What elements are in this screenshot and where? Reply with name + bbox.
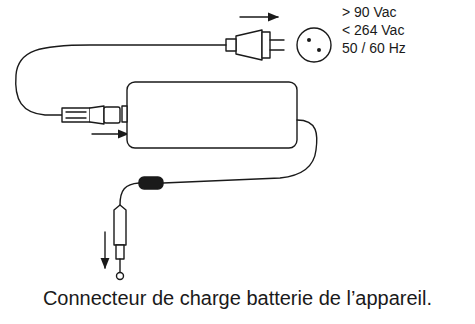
direction-arrow [92,133,128,134]
barrel-connector [114,205,126,280]
spec-label: > 90 Vac [342,3,397,21]
power-adapter [127,82,297,148]
direction-arrow [240,16,278,17]
caption: Connecteur de charge batterie de l’appar… [43,286,432,310]
spec-label: < 264 Vac [342,21,404,39]
mains-plug [226,30,284,60]
ferrite-bead [139,177,163,189]
wall-socket [297,28,331,62]
direction-arrow [104,232,105,268]
spec-label: 50 / 60 Hz [342,39,406,57]
adapter-socket [122,106,127,122]
output-cable [120,183,139,205]
iec-connector [62,106,120,124]
output-cable [163,120,317,183]
